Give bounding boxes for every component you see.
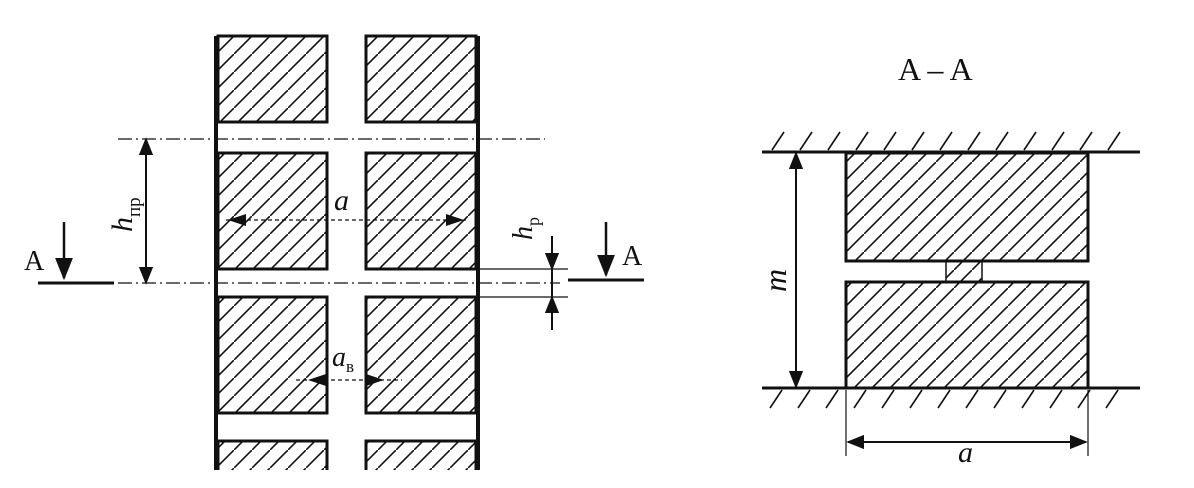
floor-rock-hatching [769,389,1119,409]
pillar [216,151,329,271]
pillar [364,295,478,415]
section-cut-left-label: A [24,246,45,277]
pillar [364,34,478,124]
section-title: A – A [898,51,973,87]
label-m: m [757,269,793,292]
pillar-lower-section [844,280,1090,390]
label-a-section: a [958,436,973,469]
pillar [216,34,329,124]
label-a-plan: a [334,184,349,217]
section-view: A – A [757,51,1140,469]
label-h-r: hр [508,217,543,240]
plan-view: hпр a aв hр A A [24,34,644,488]
section-cut-right-label: A [622,241,643,272]
label-h-pr: hпр [106,197,145,232]
label-a-v: aв [332,342,354,376]
pillar-upper-section [844,151,1090,263]
gap-hatched-cell [945,260,983,283]
pillar [364,151,478,271]
pillar [216,295,329,415]
roof-rock-hatching [771,131,1121,151]
